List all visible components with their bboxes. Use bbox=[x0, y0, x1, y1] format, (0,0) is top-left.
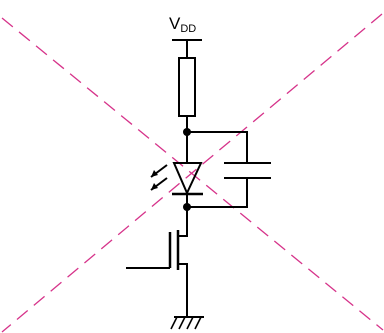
node-top bbox=[183, 128, 191, 136]
cross-out-mark bbox=[1, 13, 384, 333]
resistor bbox=[178, 57, 196, 117]
photodiode-triangle bbox=[172, 162, 203, 196]
cross-line-left-to-right bbox=[1, 17, 384, 331]
nmos-transistor bbox=[126, 230, 180, 270]
cross-line-right-to-left bbox=[1, 13, 383, 333]
photodiode bbox=[172, 162, 203, 196]
light-arrows-icon bbox=[150, 164, 168, 191]
vdd-label: VDD bbox=[169, 14, 196, 35]
vdd-label-subscript: DD bbox=[180, 23, 196, 35]
node-bottom bbox=[183, 203, 191, 211]
ground-icon bbox=[170, 316, 204, 330]
vdd-label-main: V bbox=[169, 14, 181, 33]
